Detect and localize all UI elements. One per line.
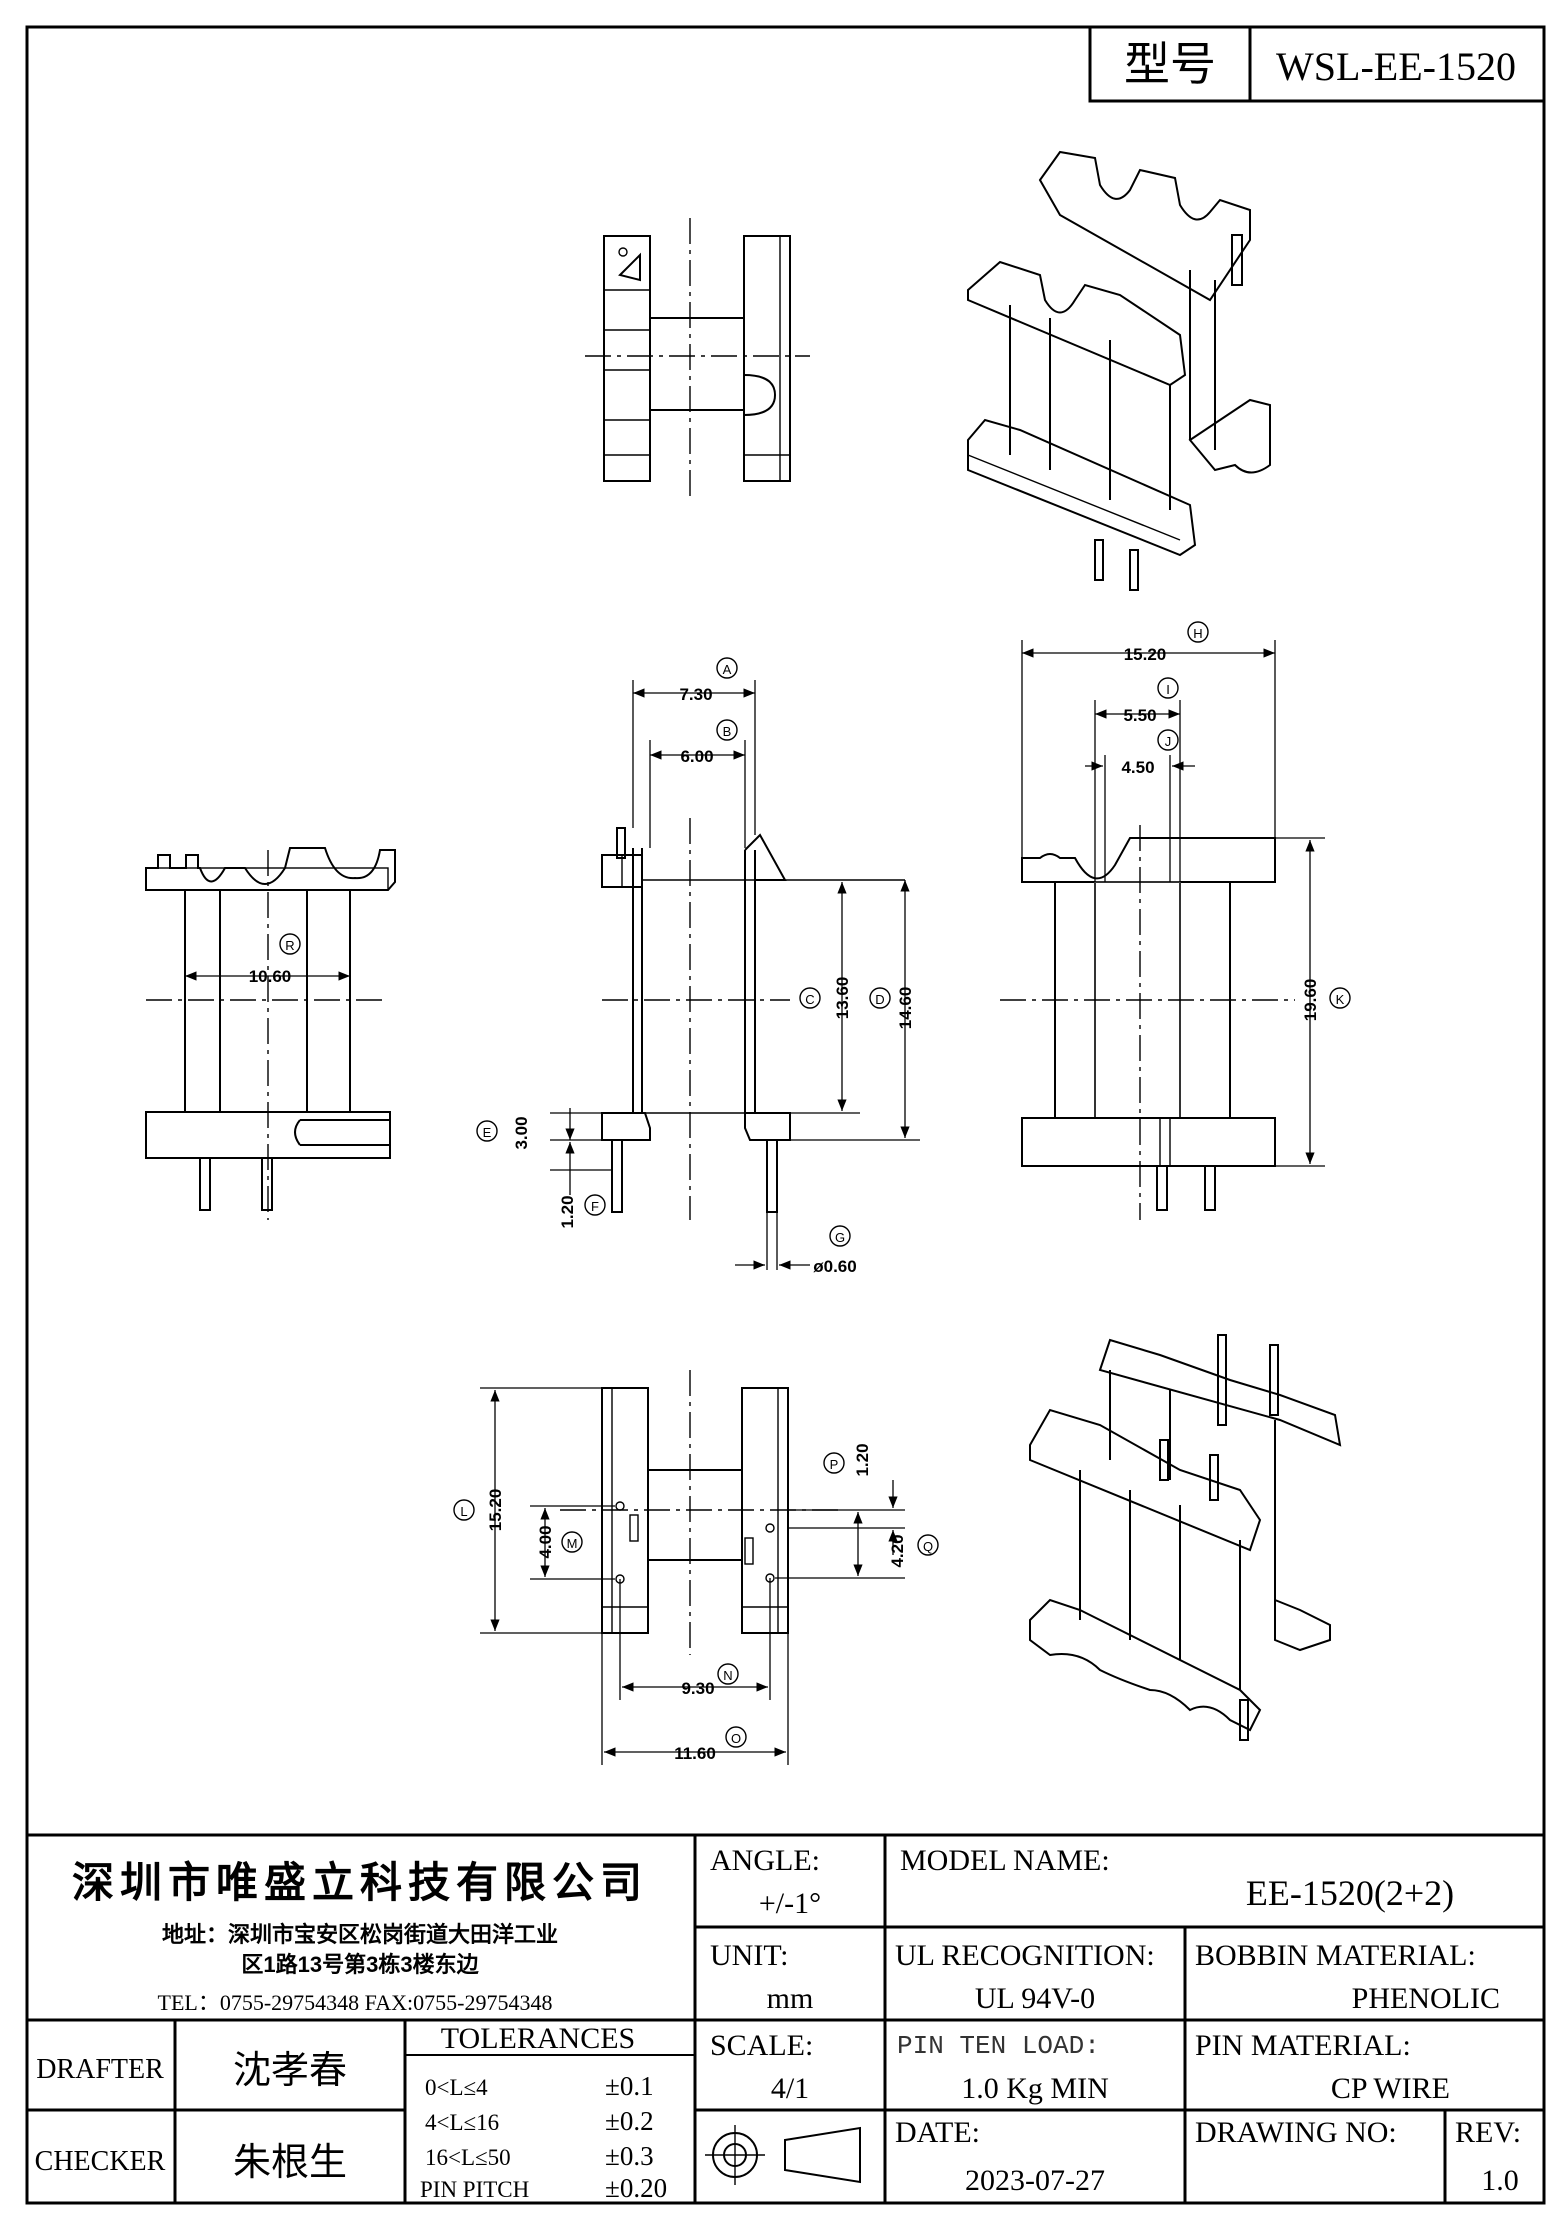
unit-label: UNIT:	[710, 1939, 789, 1972]
date-value: 2023-07-27	[965, 2164, 1105, 2197]
title-label: 型号	[1124, 39, 1216, 90]
bottom-view: 15.20 L 4.00 M 9.30 N 11.60 O 1.20 P 4.2…	[453, 1370, 939, 1765]
scale-value: 4/1	[771, 2072, 809, 2105]
sheet-border	[25, 25, 1546, 2205]
dim-O-value: 11.60	[674, 1744, 716, 1763]
company-address-2: 区1路13号第3栋3楼东边	[241, 1952, 479, 1977]
dim-E-tag: E	[483, 1125, 492, 1140]
company-name: 深圳市唯盛立科技有限公司	[72, 1859, 648, 1906]
dim-Q-tag: Q	[923, 1539, 933, 1554]
middle-side-view: 7.30 A 6.00 B 13.60 C 14.60 D 3.00 E 1.2…	[476, 657, 920, 1276]
tol-range-1: 0<L≤4	[425, 2075, 488, 2100]
title-box: 型号 WSL-EE-1520	[1088, 25, 1546, 103]
ul-label: UL RECOGNITION:	[895, 1939, 1155, 1972]
tol-value-3: ±0.3	[605, 2141, 654, 2171]
rev-label: REV:	[1455, 2116, 1521, 2149]
dim-A-tag: A	[723, 662, 732, 677]
dim-L-value: 15.20	[486, 1489, 505, 1532]
tol-range-3: 16<L≤50	[425, 2145, 511, 2170]
dim-H-value: 15.20	[1124, 645, 1167, 664]
angle-label: ANGLE:	[710, 1844, 820, 1877]
dim-A-value: 7.30	[679, 685, 712, 704]
dim-J-value: 4.50	[1121, 758, 1154, 777]
angle-value: +/-1°	[759, 1887, 821, 1920]
pin-material-value: CP WIRE	[1331, 2072, 1450, 2105]
ul-value: UL 94V-0	[975, 1982, 1095, 2015]
drawing-no-label: DRAWING NO:	[1195, 2116, 1397, 2149]
dim-P-tag: P	[830, 1457, 839, 1472]
dim-F-value: 1.20	[558, 1195, 577, 1228]
dim-C-value: 13.60	[833, 977, 852, 1020]
bobbin-label: BOBBIN MATERIAL:	[1195, 1939, 1476, 1972]
company-contact: TEL：0755-29754348 FAX:0755-29754348	[158, 1990, 553, 2015]
dim-D-tag: D	[875, 992, 884, 1007]
dim-B-value: 6.00	[680, 747, 713, 766]
date-label: DATE:	[895, 2116, 980, 2149]
projection-symbol-icon	[705, 2125, 861, 2185]
tol-value-1: ±0.1	[605, 2071, 654, 2101]
tol-value-4: ±0.20	[605, 2173, 667, 2203]
dim-G-tag: G	[835, 1230, 845, 1245]
pin-material-label: PIN MATERIAL:	[1195, 2029, 1411, 2062]
rev-value: 1.0	[1481, 2164, 1519, 2197]
dim-I-tag: I	[1166, 682, 1170, 697]
dim-F-tag: F	[591, 1199, 599, 1214]
dim-N-tag: N	[723, 1668, 732, 1683]
dim-K-tag: K	[1336, 992, 1345, 1007]
dim-N-value: 9.30	[681, 1679, 714, 1698]
left-front-view: 10.60 R	[145, 847, 396, 1220]
dim-I-value: 5.50	[1123, 706, 1156, 725]
scale-label: SCALE:	[710, 2029, 813, 2062]
drafter-value: 沈孝春	[233, 2050, 347, 2092]
tolerances-label: TOLERANCES	[441, 2022, 635, 2055]
dim-K-value: 19.60	[1301, 979, 1320, 1022]
dim-R-tag: R	[285, 938, 294, 953]
dim-G-value: ø0.60	[813, 1257, 856, 1276]
tol-range-4: PIN PITCH	[420, 2177, 529, 2202]
tol-range-2: 4<L≤16	[425, 2110, 499, 2135]
right-front-view: 15.20 H 5.50 I 4.50 J 19.60 K	[1000, 621, 1351, 1220]
dim-L-tag: L	[460, 1504, 467, 1519]
dim-C-tag: C	[805, 992, 814, 1007]
model-label: MODEL NAME:	[900, 1844, 1110, 1877]
bottom-iso-view	[1029, 1334, 1342, 1741]
dim-Q-value: 4.20	[888, 1534, 907, 1567]
dim-J-tag: J	[1165, 734, 1172, 749]
dim-M-value: 4.00	[536, 1525, 555, 1558]
title-block: 深圳市唯盛立科技有限公司 地址：深圳市宝安区松岗街道大田洋工业 区1路13号第3…	[27, 1833, 1544, 2203]
checker-value: 朱根生	[233, 2142, 347, 2184]
dim-R-value: 10.60	[249, 967, 292, 986]
dim-O-tag: O	[731, 1731, 741, 1746]
top-side-view	[585, 218, 810, 500]
tol-value-2: ±0.2	[605, 2106, 654, 2136]
dim-E-value: 3.00	[512, 1116, 531, 1149]
unit-value: mm	[767, 1982, 814, 2015]
dim-B-tag: B	[723, 724, 732, 739]
dim-P-value: 1.20	[853, 1443, 872, 1476]
drafter-label: DRAFTER	[36, 2054, 164, 2085]
part-number: WSL-EE-1520	[1276, 44, 1516, 89]
dim-D-value: 14.60	[896, 987, 915, 1030]
dim-H-tag: H	[1193, 626, 1202, 641]
checker-label: CHECKER	[35, 2146, 166, 2177]
company-address-1: 地址：深圳市宝安区松岗街道大田洋工业	[162, 1922, 558, 1947]
pin-load-value: 1.0 Kg MIN	[961, 2072, 1109, 2105]
top-iso-view	[967, 150, 1271, 591]
bobbin-value: PHENOLIC	[1352, 1982, 1500, 2015]
model-value: EE-1520(2+2)	[1246, 1873, 1454, 1913]
pin-load-label: PIN TEN LOAD:	[897, 2031, 1100, 2061]
dim-M-tag: M	[567, 1536, 578, 1551]
